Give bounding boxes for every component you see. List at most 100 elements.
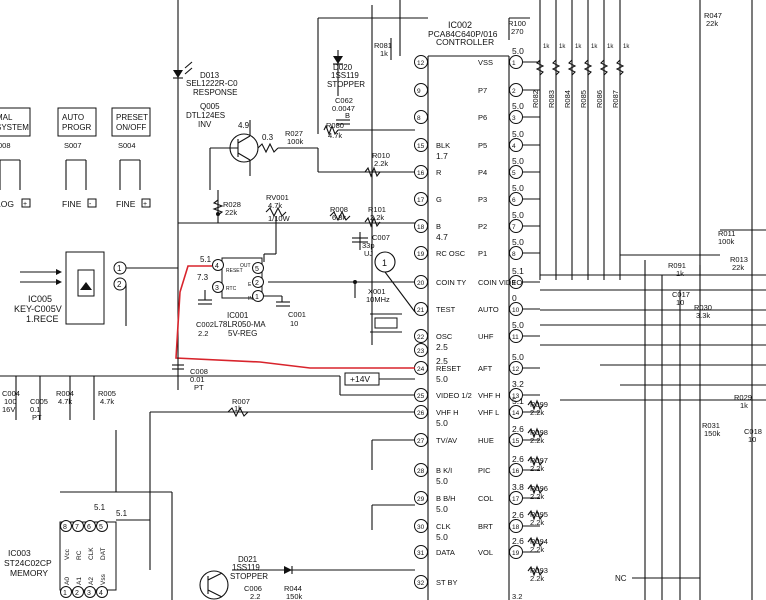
svg-text:IC003: IC003: [8, 548, 31, 558]
ic002-right-pin-label: BRT: [478, 522, 493, 531]
svg-text:0.01: 0.01: [190, 375, 205, 384]
svg-text:R028: R028: [223, 200, 241, 209]
ic002-left-pin: [414, 110, 428, 124]
svg-text:R044: R044: [284, 584, 302, 593]
ic002-right-pin-number: 5: [512, 170, 516, 177]
ic002-left-pin-number: 20: [417, 280, 425, 287]
ic002-right-pin: [509, 405, 523, 419]
svg-text:3: 3: [215, 285, 219, 292]
svg-text:STOPPER: STOPPER: [230, 572, 268, 581]
ic002-left-pin: [414, 329, 428, 343]
svg-text:4.9: 4.9: [238, 121, 250, 130]
switch-label-box: [0, 107, 31, 137]
bank-resistor-value: 1k: [543, 44, 550, 50]
ic002-left-pin-number: 23: [417, 348, 425, 355]
svg-text:Q005: Q005: [200, 102, 220, 111]
switch-function: LOG: [0, 199, 14, 209]
lower-resistor: [527, 483, 544, 495]
svg-text:22k: 22k: [706, 19, 718, 28]
ic002-left-pin: [414, 246, 428, 260]
lower-right-resistors: R0992.2kR0982.2kR0972.2kR0962.2kR0952.2k…: [527, 399, 548, 583]
svg-text:1: 1: [255, 294, 259, 301]
r100: R100 270: [508, 17, 530, 40]
svg-text:C001: C001: [288, 310, 306, 319]
svg-text:D013: D013: [200, 71, 220, 80]
ic002-right-pin-number: 14: [512, 410, 520, 417]
lower-resistor-value: 2.2k: [530, 545, 544, 554]
ic002-right-pin-label: UHF: [478, 332, 494, 341]
ic002-left-pin-voltage: 2.5: [436, 356, 448, 366]
r007-resistor: R007 1k: [0, 375, 415, 418]
bank-resistor: [535, 59, 545, 76]
svg-text:R027: R027: [285, 129, 303, 138]
ic002-right-pin-number: 3: [512, 115, 516, 122]
ic002-right-pin: [509, 329, 523, 343]
ic002-right-pin-number: 10: [512, 307, 520, 314]
ic002-left-pin: [414, 55, 428, 69]
svg-text:RESPONSE: RESPONSE: [193, 88, 237, 97]
bank-resistor-ref: R085: [579, 90, 588, 108]
switch-label-top: AUTO: [62, 113, 84, 122]
ic002-right-pin-number: 16: [512, 468, 520, 475]
svg-text:C007: C007: [372, 233, 390, 242]
ic003-top-pin-number: 6: [87, 524, 91, 531]
svg-text:D020: D020: [333, 63, 353, 72]
svg-text:DTL124ES: DTL124ES: [186, 111, 225, 120]
ic002-left-pin-label: COIN TY: [436, 278, 466, 287]
switch-label-top: MAL: [0, 113, 13, 122]
ic002-right-pin: [509, 55, 523, 69]
ic002-right-pin-label: HUE: [478, 436, 494, 445]
switch-sign: +: [23, 201, 27, 208]
svg-text:C017: C017: [672, 290, 690, 299]
ic003-bottom-pin: [60, 586, 72, 598]
svg-text:R030: R030: [694, 303, 712, 312]
ic002-right-pin: [509, 275, 523, 289]
ic003-bottom-pin-label: Vss: [100, 573, 107, 585]
svg-text:R029: R029: [734, 393, 752, 402]
ic002-left-pin-voltage: 4.7: [436, 232, 448, 242]
svg-text:2: 2: [117, 280, 122, 289]
ic002-left-pin-label: TEST: [436, 305, 456, 314]
ic002-right-pin: [509, 361, 523, 375]
ic002-right-pin-number: 4: [512, 143, 516, 150]
lower-resistor-value: 2.2k: [530, 464, 544, 473]
svg-text:5.1: 5.1: [200, 255, 212, 264]
ic002-right-pin-number: 6: [512, 197, 516, 204]
ic002-right-pin-number: 7: [512, 224, 516, 231]
svg-text:NC: NC: [615, 574, 627, 583]
switch-label-bottom: PROGR: [62, 123, 92, 132]
svg-text:IC001: IC001: [227, 311, 249, 320]
lower-resistor: [527, 536, 544, 548]
ic003-bottom-pin-label: A0: [64, 577, 71, 585]
ic002-left-pin-label: B K/I: [436, 466, 452, 475]
ic002-left-pin-number: 19: [417, 251, 425, 258]
ic002-left-pin-label: B: [436, 222, 441, 231]
ic002-left-pin-voltage: 5.0: [436, 418, 448, 428]
svg-text:1k: 1k: [380, 49, 388, 58]
bank-resistor-ref: R084: [563, 90, 572, 108]
svg-text:R005: R005: [98, 389, 116, 398]
ic002-right-pin: [509, 388, 523, 402]
svg-text:INV: INV: [198, 120, 212, 129]
svg-text:STOPPER: STOPPER: [327, 80, 365, 89]
svg-text:10MHz: 10MHz: [366, 295, 390, 304]
test-point-1: 1: [374, 251, 416, 313]
r028-rv001-chain: R028 22k RV001 4.7k 1/10W R008 6.8k R101…: [178, 190, 415, 254]
svg-text:5: 5: [255, 266, 259, 273]
ic002-right-pin-voltage: 5.0: [512, 210, 524, 220]
svg-text:C008: C008: [190, 367, 208, 376]
svg-text:C006: C006: [244, 584, 262, 593]
ic002-body: IC002 PCA84C640P/016 CONTROLLER: [427, 20, 510, 600]
lower-resistor-ref: R096: [530, 484, 548, 493]
svg-text:C002: C002: [196, 320, 214, 329]
ic002-left-pin-voltage: 5.0: [436, 476, 448, 486]
lower-resistor-ref: R097: [530, 456, 548, 465]
bank-resistor: [551, 59, 561, 76]
ic002-right-pin-number: 11: [512, 334, 519, 341]
ic002-right-pin: [509, 545, 523, 559]
ic002-right-pin-label: P3: [478, 195, 487, 204]
ic002-left-pin: [414, 192, 428, 206]
ic002-right-pin-label: COIN VIDEO: [478, 278, 522, 287]
